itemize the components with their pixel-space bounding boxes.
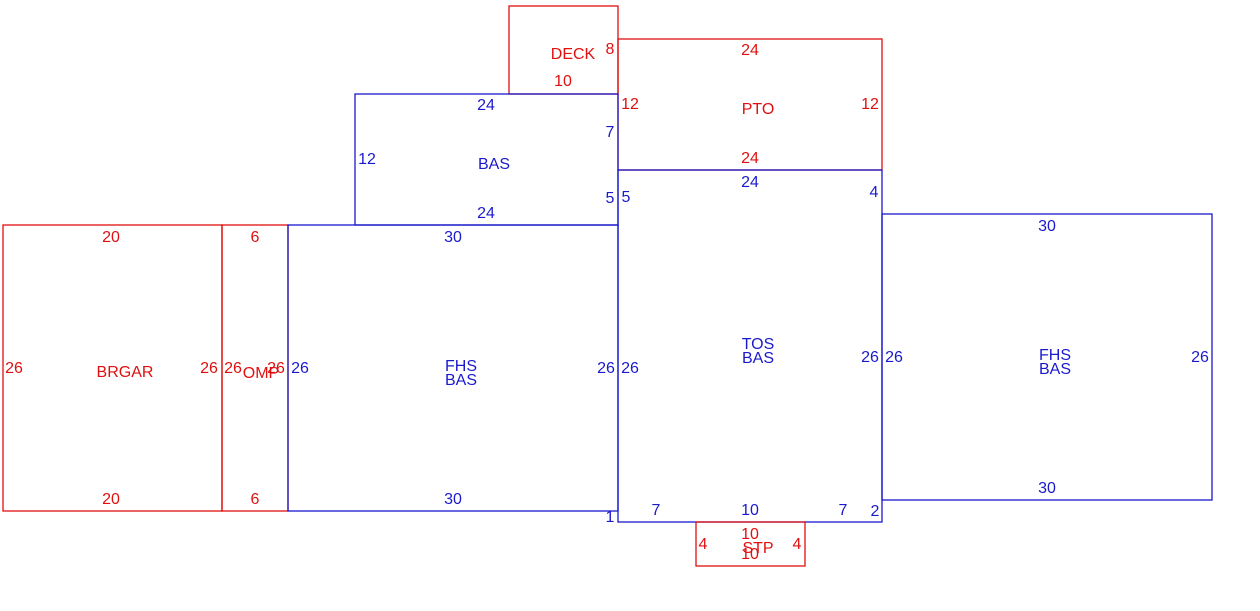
bas-upper-bottom-dim: 24 [477, 205, 495, 222]
omp-left-dim: 26 [224, 360, 242, 377]
omp-right-dim: 26 [267, 360, 285, 377]
tos-bottom-mid-dim: 10 [741, 502, 759, 519]
fhs-left-right-dim: 26 [597, 360, 615, 377]
pto-left-dim: 12 [621, 96, 639, 113]
area-fhs-bas-right: FHS BAS 30 30 26 26 [881, 213, 1213, 501]
pto-top-dim: 24 [741, 42, 759, 59]
tos-corner-left-dim: 1 [606, 509, 615, 526]
area-pto-label: PTO [742, 101, 775, 118]
omp-bottom-dim: 6 [251, 491, 260, 508]
area-deck: DECK 10 8 [508, 5, 619, 95]
area-brgar-label: BRGAR [97, 364, 154, 381]
area-tos-bas-label: TOS [742, 336, 775, 353]
area-stp: STP 10 10 4 4 [695, 521, 806, 567]
pto-right-dim: 12 [861, 96, 879, 113]
tos-top-dim: 24 [741, 174, 759, 191]
area-fhs-bas-right-outline [881, 213, 1213, 501]
area-bas-upper: BAS 24 24 12 7 5 [354, 93, 619, 226]
bas-upper-top-dim: 24 [477, 97, 495, 114]
area-bas-upper-label: BAS [478, 156, 510, 173]
stp-right-dim: 4 [793, 536, 802, 553]
area-fhs-bas-right-label: FHS [1039, 347, 1071, 364]
pto-bottom-dim: 24 [741, 150, 759, 167]
bas-upper-right-lower-dim: 5 [606, 190, 615, 207]
tos-left-top-dim: 5 [622, 189, 631, 206]
fhs-left-top-dim: 30 [444, 229, 462, 246]
area-omp-label: OMP [243, 365, 279, 382]
area-brgar: BRGAR 20 20 26 26 [2, 224, 223, 512]
brgar-right-dim: 26 [200, 360, 218, 377]
area-pto: PTO 24 24 12 12 [617, 38, 883, 171]
omp-top-dim: 6 [251, 229, 260, 246]
fhs-right-right-dim: 26 [1191, 349, 1209, 366]
deck-bottom-dim: 10 [554, 73, 572, 90]
area-deck-label: DECK [551, 46, 596, 63]
tos-bottom-left-dim: 7 [652, 502, 661, 519]
fhs-left-left-dim: 26 [291, 360, 309, 377]
stp-bottom-dim: 10 [741, 546, 759, 563]
area-fhs-bas-left: FHS BAS 30 30 26 26 [287, 224, 619, 512]
fhs-right-top-dim: 30 [1038, 218, 1056, 235]
tos-right-dim: 26 [861, 349, 879, 366]
area-stp-outline [695, 521, 806, 567]
deck-right-dim: 8 [606, 41, 615, 58]
area-stp-label: STP [742, 540, 773, 557]
bas-upper-left-dim: 12 [358, 151, 376, 168]
area-omp: OMP 6 6 26 26 [221, 224, 289, 512]
stp-left-dim: 4 [699, 536, 708, 553]
area-fhs-bas-right-label2: BAS [1039, 361, 1071, 378]
bas-upper-right-upper-dim: 7 [606, 124, 615, 141]
area-fhs-bas-left-label2: BAS [445, 372, 477, 389]
fhs-right-left-dim: 26 [885, 349, 903, 366]
brgar-top-dim: 20 [102, 229, 120, 246]
tos-left-dim: 26 [621, 360, 639, 377]
area-fhs-bas-left-label: FHS [445, 358, 477, 375]
area-tos-bas-label2: BAS [742, 350, 774, 367]
fhs-right-bottom-dim: 30 [1038, 480, 1056, 497]
brgar-bottom-dim: 20 [102, 491, 120, 508]
tos-bottom-right-dim: 7 [839, 502, 848, 519]
stp-top-dim: 10 [741, 526, 759, 543]
tos-right-top-dim: 4 [870, 184, 879, 201]
brgar-left-dim: 26 [5, 360, 23, 377]
tos-corner-right-dim: 2 [871, 503, 880, 520]
area-tos-bas: TOS BAS 24 5 4 26 26 7 10 7 1 2 [606, 169, 883, 526]
fhs-left-bottom-dim: 30 [444, 491, 462, 508]
